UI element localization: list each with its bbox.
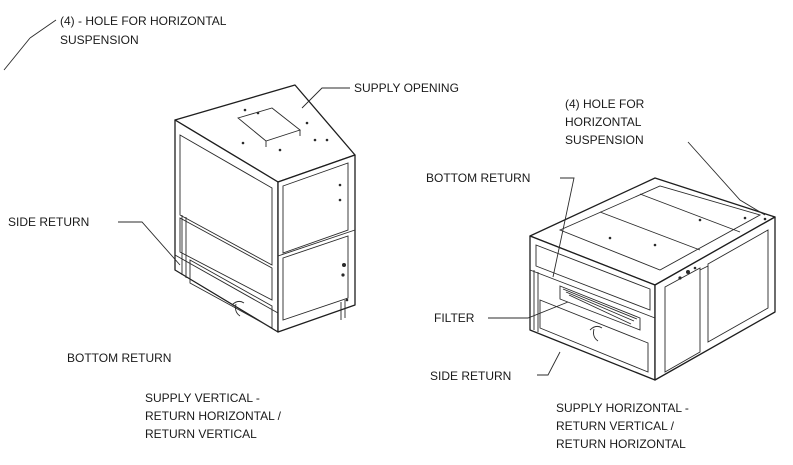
side-return-label-right: SIDE RETURN <box>430 369 511 383</box>
configuration-captions: SUPPLY VERTICAL - RETURN HORIZONTAL / RE… <box>145 391 689 451</box>
callout-labels: (4) - HOLE FOR HORIZONTAL SUSPENSION SUP… <box>8 14 645 383</box>
bottom-return-label-left: BOTTOM RETURN <box>67 351 171 365</box>
leader-lines <box>3 19 766 376</box>
supply-opening-label: SUPPLY OPENING <box>354 81 459 95</box>
side-return-label-left: SIDE RETURN <box>8 215 89 229</box>
caption-right-line2: RETURN VERTICAL / <box>556 419 675 433</box>
caption-left-line3: RETURN VERTICAL <box>145 427 257 441</box>
caption-right-line1: SUPPLY HORIZONTAL - <box>556 401 689 415</box>
filter-rack <box>559 285 641 331</box>
hole-label-left-line1: (4) - HOLE FOR HORIZONTAL <box>60 14 227 28</box>
hole-label-right-line3: SUSPENSION <box>565 133 644 147</box>
horizontal-air-handler-unit <box>529 177 776 381</box>
side-return-airflow-arrow <box>589 325 603 342</box>
bottom-return-label-right: BOTTOM RETURN <box>426 171 530 185</box>
caption-left-line1: SUPPLY VERTICAL - <box>145 391 260 405</box>
hole-label-right-line2: HORIZONTAL <box>565 115 642 129</box>
caption-right-line3: RETURN HORIZONTAL <box>556 437 686 451</box>
bottom-return-airflow-arrow <box>231 300 245 317</box>
hole-label-right-line1: (4) HOLE FOR <box>565 97 645 111</box>
vertical-air-handler-unit <box>174 84 356 333</box>
filter-label: FILTER <box>434 311 475 325</box>
caption-left-line2: RETURN HORIZONTAL / <box>145 409 282 423</box>
hole-label-left-line2: SUSPENSION <box>60 33 139 47</box>
